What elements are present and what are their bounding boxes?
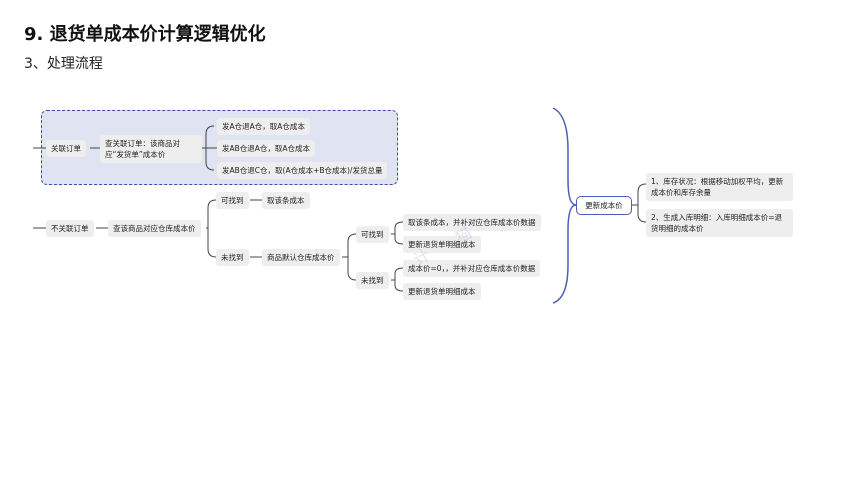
right-brace: [552, 107, 577, 304]
node-check-linked-order: 查关联订单：该商品对应“发货单”成本价: [100, 135, 202, 163]
connector-line: [391, 221, 404, 245]
section-subtitle: 3、处理流程: [24, 56, 103, 72]
connector-line: [342, 233, 357, 281]
connector-line: [391, 267, 404, 292]
node-inventory-status: 1、库存状况：根据移动加权平均，更新成本价和库存余量: [646, 173, 793, 201]
connector-line: [206, 199, 217, 258]
node-not-found-2: 未找到: [356, 272, 389, 289]
node-update-return-detail-cost: 更新退货单明细成本: [403, 236, 481, 253]
node-inbound-detail: 2、生成入库明细：入库明细成本价=退货明细的成本价: [646, 209, 793, 237]
node-update-return-detail-cost-2: 更新退货单明细成本: [403, 283, 481, 300]
node-default-warehouse-cost: 商品默认仓库成本价: [262, 249, 340, 266]
page-title: 9. 退货单成本价计算逻辑优化: [24, 24, 266, 45]
node-found: 可找到: [216, 192, 249, 209]
node-linked-order: 关联订单: [46, 140, 86, 157]
node-unlinked-order: 不关联订单: [46, 220, 94, 237]
node-query-warehouse-cost: 查该商品对应仓库成本价: [108, 220, 201, 237]
connector-line: [632, 183, 647, 223]
node-found-2: 可找到: [356, 226, 389, 243]
node-zero-cost-fill-data: 成本价=0，，并补对应仓库成本价数据: [403, 260, 541, 277]
node-not-found: 未找到: [216, 249, 249, 266]
node-take-cost-fill-data: 取该条成本，并补对应仓库成本价数据: [403, 214, 541, 231]
node-ship-ab-return-a: 发AB仓退A仓，取A仓成本: [217, 140, 316, 157]
node-ship-ab-return-c: 发AB仓退C仓，取(A仓成本+B仓成本)/发货总量: [217, 162, 388, 179]
node-ship-a-return-a: 发A仓退A仓，取A仓成本: [217, 118, 310, 135]
node-update-cost-price: 更新成本价: [576, 196, 632, 215]
node-take-cost: 取该条成本: [262, 192, 310, 209]
